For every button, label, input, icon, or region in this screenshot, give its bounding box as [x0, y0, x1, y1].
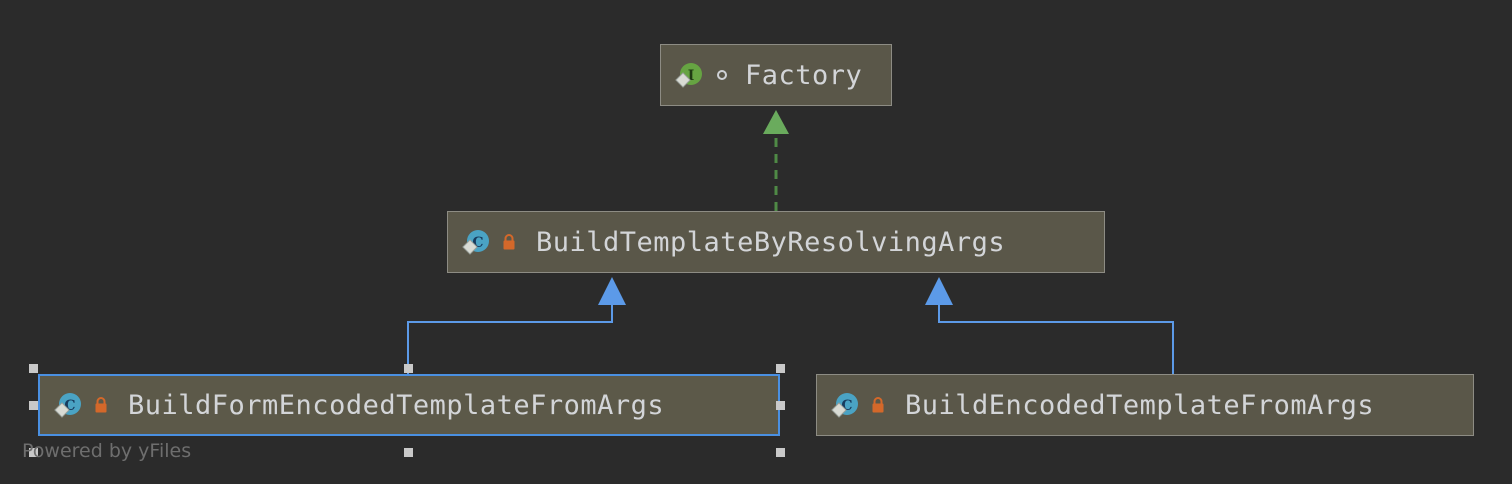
- generalization-right-line: [938, 302, 1174, 374]
- selection-handle-middle-right[interactable]: [776, 401, 785, 410]
- selection-handle-bottom-center[interactable]: [404, 448, 413, 457]
- uml-node-factory[interactable]: I Factory: [660, 44, 892, 106]
- class-icon: C: [831, 390, 861, 420]
- generalization-right-arrowhead: [925, 277, 953, 305]
- svg-text:C: C: [841, 398, 852, 414]
- public-circle-icon: [711, 60, 733, 90]
- uml-node-label: BuildTemplateByResolvingArgs: [536, 226, 1006, 258]
- uml-node-label: BuildFormEncodedTemplateFromArgs: [128, 389, 665, 421]
- svg-text:C: C: [64, 398, 75, 414]
- lock-icon: [867, 390, 889, 420]
- lock-icon: [498, 227, 520, 257]
- uml-node-build-template-by-resolving-args[interactable]: C BuildTemplateByResolvingArgs: [447, 211, 1105, 273]
- yfiles-watermark: Powered by yFiles: [22, 440, 192, 462]
- class-icon: C: [54, 390, 84, 420]
- interface-icon: I: [675, 60, 705, 90]
- uml-node-label: Factory: [745, 59, 863, 91]
- generalization-left-line: [407, 302, 613, 374]
- edge-generalization-left[interactable]: [407, 277, 626, 374]
- selection-handle-top-right[interactable]: [776, 364, 785, 373]
- class-icon: C: [462, 227, 492, 257]
- svg-text:C: C: [472, 235, 483, 251]
- selection-handle-top-left[interactable]: [29, 364, 38, 373]
- selection-handle-top-center[interactable]: [404, 364, 413, 373]
- edge-generalization-right[interactable]: [925, 277, 1174, 374]
- uml-node-label: BuildEncodedTemplateFromArgs: [905, 389, 1375, 421]
- selection-handle-bottom-right[interactable]: [776, 448, 785, 457]
- svg-text:I: I: [688, 68, 695, 84]
- uml-node-build-encoded-template-from-args[interactable]: C BuildEncodedTemplateFromArgs: [816, 374, 1474, 436]
- edge-realization[interactable]: [763, 110, 789, 211]
- realization-arrowhead: [763, 110, 789, 134]
- lock-icon: [90, 390, 112, 420]
- generalization-left-arrowhead: [598, 277, 626, 305]
- selection-handle-middle-left[interactable]: [29, 401, 38, 410]
- uml-node-build-form-encoded-template-from-args[interactable]: C BuildFormEncodedTemplateFromArgs: [38, 374, 780, 436]
- selection-handle-bottom-left[interactable]: [29, 448, 38, 457]
